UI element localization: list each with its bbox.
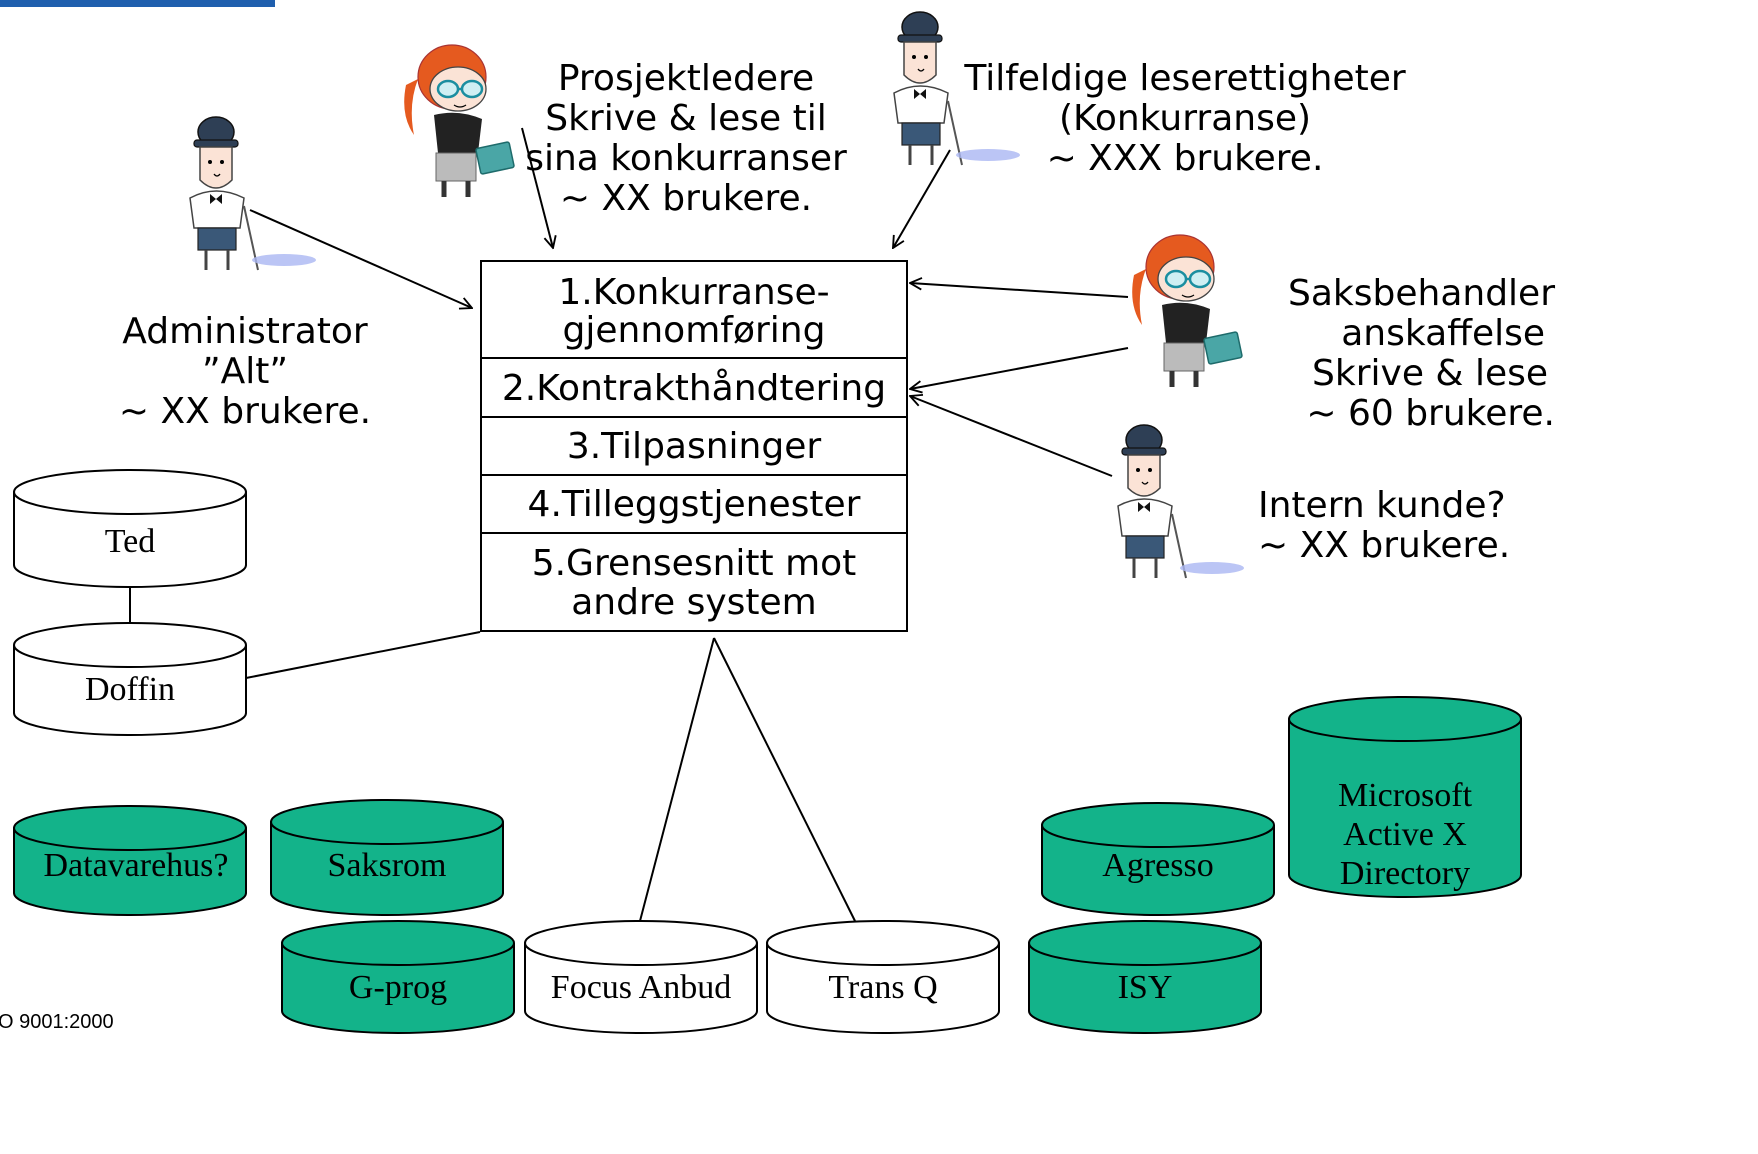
role-tilfeldige: Tilfeldige leserettigheter (Konkurranse)… xyxy=(963,58,1406,179)
role-administrator: Administrator ”Alt” ~ XX brukere. xyxy=(119,311,371,432)
role-saksbehandler-line1: Saksbehandler xyxy=(1288,273,1555,314)
db-microsoft-active-x-directory: Microsoft Active X Directory xyxy=(1288,696,1522,898)
module-4: 4.Tilleggstjenester xyxy=(528,484,861,525)
role-intern-line2: ~ XX brukere. xyxy=(1258,525,1510,566)
link-doffin xyxy=(245,631,481,679)
role-intern-line1: Intern kunde? xyxy=(1258,485,1506,526)
db-doffin-label: Doffin xyxy=(85,671,175,708)
woman-with-glasses-icon xyxy=(1132,235,1242,387)
role-prosjektledere-line3: sina konkurranser xyxy=(525,138,847,179)
role-administrator-line3: ~ XX brukere. xyxy=(119,391,371,432)
role-administrator-line1: Administrator xyxy=(122,311,368,352)
module-2: 2.Kontrakthåndtering xyxy=(502,368,886,409)
role-saksbehandler-line4: ~ 60 brukere. xyxy=(1306,393,1555,434)
db-agresso: Agresso xyxy=(1041,802,1275,916)
link-trans-q xyxy=(713,637,856,922)
db-ted-label: Ted xyxy=(105,523,156,560)
db-doffin: Doffin xyxy=(13,622,247,736)
man-with-hat-icon xyxy=(188,115,318,272)
arrow-saksbehandler-2 xyxy=(910,347,1129,389)
role-prosjektledere-line2: Skrive & lese til xyxy=(545,98,827,139)
role-tilfeldige-line1: Tilfeldige leserettigheter xyxy=(963,58,1406,99)
db-trans-q-label: Trans Q xyxy=(828,969,937,1006)
role-saksbehandler: Saksbehandler anskaffelse Skrive & lese … xyxy=(1288,273,1555,434)
central-system-box xyxy=(480,260,908,632)
header-bar xyxy=(0,0,275,7)
arrow-administrator xyxy=(249,209,472,308)
module-1-line1: 1.Konkurranse- xyxy=(558,272,829,313)
role-tilfeldige-line2: (Konkurranse) xyxy=(1059,98,1311,139)
arrow-saksbehandler-1 xyxy=(910,283,1129,298)
link-focus-anbud xyxy=(639,637,715,922)
arrow-prosjektledere xyxy=(521,127,553,248)
db-saksrom: Saksrom xyxy=(270,799,504,916)
role-prosjektledere: Prosjektledere Skrive & lese til sina ko… xyxy=(525,58,847,219)
role-prosjektledere-line1: Prosjektledere xyxy=(558,58,814,99)
role-saksbehandler-line2: anskaffelse xyxy=(1341,313,1545,354)
connectors xyxy=(129,127,1129,922)
footer-text: O 9001:2000 xyxy=(0,1011,114,1033)
module-5-line2: andre system xyxy=(571,582,816,623)
db-trans-q: Trans Q xyxy=(766,920,1000,1034)
role-saksbehandler-line3: Skrive & lese xyxy=(1312,353,1548,394)
module-1-line2: gjennomføring xyxy=(563,310,826,351)
man-with-hat-icon xyxy=(1116,423,1246,580)
woman-with-glasses-icon xyxy=(404,45,514,197)
module-3: 3.Tilpasninger xyxy=(567,426,822,467)
arrow-intern xyxy=(910,396,1113,477)
arrow-tilfeldige xyxy=(893,149,951,248)
role-intern: Intern kunde? ~ XX brukere. xyxy=(1258,485,1510,566)
db-agresso-label: Agresso xyxy=(1102,847,1213,884)
db-ted: Ted xyxy=(13,469,247,588)
db-focus-anbud: Focus Anbud xyxy=(524,920,758,1034)
db-gprog-label: G-prog xyxy=(349,969,447,1006)
db-isy-label: ISY xyxy=(1118,969,1173,1006)
db-microsoft-line2: Active X xyxy=(1343,816,1467,853)
db-isy: ISY xyxy=(1028,920,1262,1034)
db-gprog: G-prog xyxy=(281,920,515,1034)
db-saksrom-label: Saksrom xyxy=(328,847,447,884)
central-system: 1.Konkurranse- gjennomføring 2.Kontrakth… xyxy=(480,260,908,632)
db-focus-anbud-label: Focus Anbud xyxy=(551,969,731,1006)
role-prosjektledere-line4: ~ XX brukere. xyxy=(560,178,812,219)
db-microsoft-line3: Directory xyxy=(1340,855,1470,892)
role-tilfeldige-line3: ~ XXX brukere. xyxy=(1047,138,1324,179)
db-datavarehus-label: Datavarehus? xyxy=(43,847,228,884)
db-microsoft-line1: Microsoft xyxy=(1338,777,1473,814)
db-datavarehus: Datavarehus? xyxy=(13,805,247,916)
module-5-line1: 5.Grensesnitt mot xyxy=(532,543,857,584)
role-administrator-line2: ”Alt” xyxy=(202,351,288,392)
